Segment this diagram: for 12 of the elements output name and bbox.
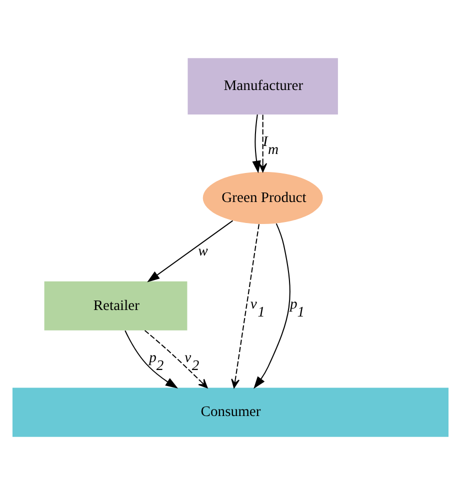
arrow bbox=[254, 222, 290, 388]
arrow bbox=[147, 220, 234, 282]
arrow bbox=[231, 224, 260, 388]
node-box: Manufacturer bbox=[188, 58, 338, 114]
node-box: Consumer bbox=[12, 387, 449, 436]
arrow bbox=[258, 114, 268, 172]
arrow bbox=[124, 330, 178, 388]
arrow bbox=[252, 114, 261, 173]
node-ellipse: Green Product bbox=[202, 171, 323, 224]
node-box: Retailer bbox=[44, 280, 188, 330]
arrow bbox=[144, 330, 208, 388]
edge-label: w bbox=[198, 243, 208, 260]
